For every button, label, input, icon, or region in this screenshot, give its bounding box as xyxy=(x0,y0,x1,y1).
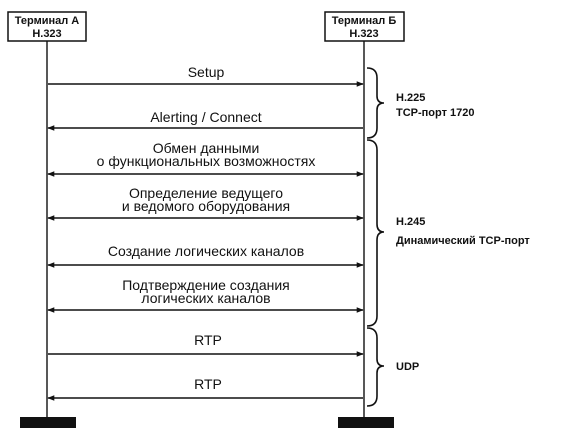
terminal-a-base-bar xyxy=(20,417,76,428)
message-rtp-b-to-a: RTP xyxy=(47,376,363,401)
message-logical-channels-ack: Подтверждение создания логических канало… xyxy=(47,277,364,313)
brace-h225 xyxy=(366,67,385,139)
group-protocol: Н.245 xyxy=(396,216,425,228)
terminal-b-box: Терминал Б Н.323 xyxy=(324,11,405,42)
message-label: RTP xyxy=(194,376,222,392)
message-label: Определение ведущего xyxy=(129,185,283,201)
message-rtp-a-to-b: RTP xyxy=(48,332,364,357)
terminal-a-name: Терминал А xyxy=(15,15,80,27)
message-setup: Setup xyxy=(48,64,364,87)
message-label: Alerting / Connect xyxy=(150,109,261,125)
message-label: и ведомого оборудования xyxy=(122,198,290,214)
message-capability-exchange: Обмен данными о функциональных возможнос… xyxy=(47,140,364,177)
group-protocol: UDP xyxy=(396,361,419,373)
message-master-slave-determination: Определение ведущего и ведомого оборудов… xyxy=(47,185,364,221)
terminal-a-box: Терминал А Н.323 xyxy=(7,11,87,42)
message-label: Создание логических каналов xyxy=(108,243,304,259)
message-label: логических каналов xyxy=(141,290,270,306)
brace-h245 xyxy=(366,139,385,327)
group-h225-label: Н.225 TCP-порт 1720 xyxy=(396,92,475,119)
message-open-logical-channels: Создание логических каналов xyxy=(47,243,364,268)
message-alerting-connect: Alerting / Connect xyxy=(47,109,363,131)
group-port: Динамический TCP-порт xyxy=(396,235,530,247)
terminal-b-base-bar xyxy=(338,417,394,428)
terminal-b-name: Терминал Б xyxy=(332,15,397,27)
message-label: о функциональных возможностях xyxy=(97,153,316,169)
terminal-a-protocol: Н.323 xyxy=(32,28,61,40)
group-udp-label: UDP xyxy=(396,361,419,373)
group-protocol: Н.225 xyxy=(396,92,425,104)
message-label: Setup xyxy=(188,64,225,80)
terminal-b-protocol: Н.323 xyxy=(349,28,378,40)
brace-udp xyxy=(366,327,385,407)
message-label: RTP xyxy=(194,332,222,348)
group-port: TCP-порт 1720 xyxy=(396,107,475,119)
message-label: Подтверждение создания xyxy=(122,277,290,293)
group-h245-label: Н.245 Динамический TCP-порт xyxy=(396,216,530,247)
message-label: Обмен данными xyxy=(153,140,260,156)
